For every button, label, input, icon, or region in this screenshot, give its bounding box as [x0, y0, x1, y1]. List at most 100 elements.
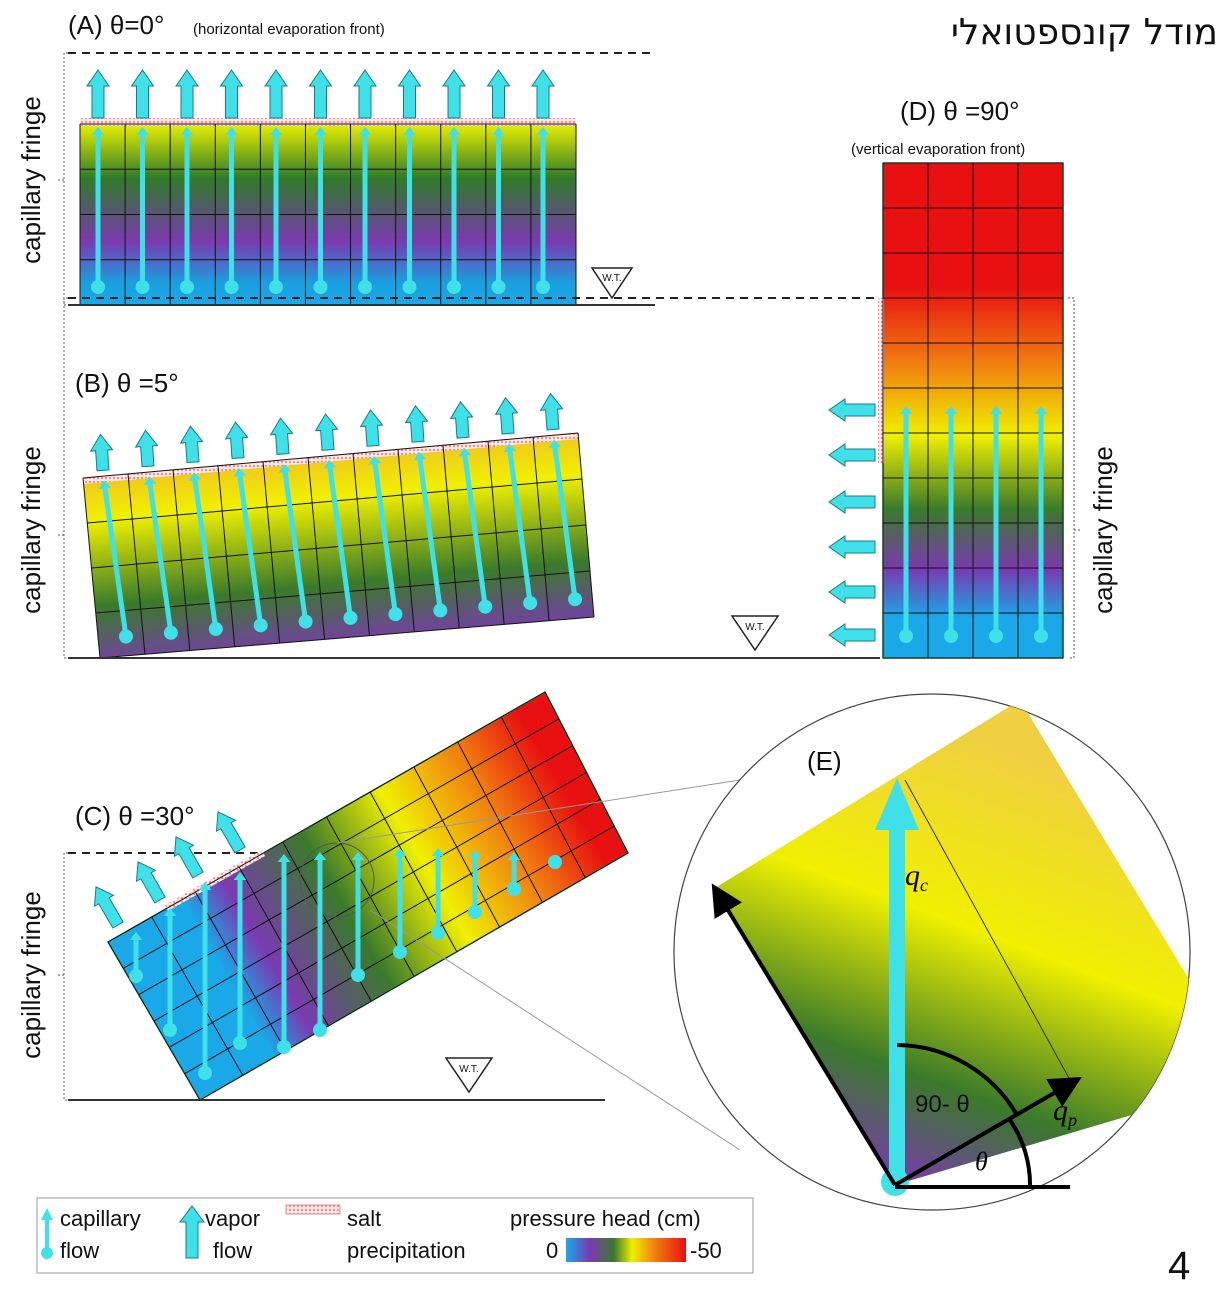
- capillary-flow-arrowhead: [393, 848, 407, 856]
- capillary-flow-origin: [358, 280, 372, 294]
- legend-vapor-symbol: [179, 1205, 205, 1259]
- capillary-flow-arrow: [417, 459, 443, 611]
- capillary-fringe-bracket: [58, 297, 68, 659]
- capillary-flow-origin: [431, 926, 445, 940]
- vapor-flow-arrow: [828, 623, 876, 647]
- vapor-flow-arrow: [449, 400, 474, 439]
- salt-layer: [80, 118, 576, 126]
- capillary-flow-origin: [1034, 629, 1048, 643]
- mesh-line: [95, 570, 591, 614]
- vapor-flow-arrow: [93, 886, 124, 929]
- vapor-flow-arrows: [828, 398, 876, 647]
- panel-a: (A) θ=0° (horizontal evaporation front) …: [16, 10, 655, 306]
- vapor-flow-arrow: [828, 490, 876, 514]
- capillary-flow-origin: [523, 595, 538, 610]
- capillary-flow-origin: [536, 280, 550, 294]
- vapor-flow-arrow: [179, 425, 204, 464]
- capillary-flow-arrowhead: [899, 406, 913, 414]
- capillary-flow-arrows: [98, 439, 583, 644]
- capillary-flow-arrowhead: [323, 459, 337, 469]
- capillary-flow-origin: [313, 1023, 327, 1037]
- zoom-line: [369, 909, 741, 1151]
- mesh-line: [199, 852, 629, 1101]
- capillary-flow-arrowhead: [351, 852, 365, 860]
- capillary-flow-arrowhead: [198, 882, 212, 890]
- capillary-fringe-bracket: [58, 852, 68, 1101]
- capillary-flow-arrow: [237, 475, 264, 626]
- legend-pressure-min: 0: [546, 1238, 558, 1263]
- capillary-flow-origin: [507, 882, 521, 896]
- capillary-flow-arrows: [899, 406, 1048, 643]
- capillary-flow-arrowhead: [458, 447, 472, 457]
- vapor-flow-arrow: [404, 404, 429, 443]
- water-table-marker: W.T.: [590, 267, 634, 300]
- capillary-flow-origin: [224, 280, 239, 294]
- vapor-flow-arrow: [130, 69, 155, 119]
- capillary-flow-arrowhead: [536, 127, 550, 135]
- vapor-flow-arrow: [135, 861, 166, 904]
- panel-e-title: (E): [807, 746, 842, 776]
- capillary-flow-arrowhead: [313, 852, 327, 860]
- capillary-flow-arrowhead: [277, 854, 291, 862]
- capillary-flow-arrowhead: [314, 127, 327, 135]
- capillary-flow-arrowhead: [1034, 406, 1048, 414]
- capillary-flow-origin: [277, 1040, 291, 1054]
- capillary-flow-arrowhead: [368, 455, 382, 465]
- svg-text:W.T.: W.T.: [459, 1064, 478, 1075]
- panel-e: (E) qc qp 90- θ θ: [673, 693, 1191, 1211]
- legend-salt-label: salt: [347, 1206, 381, 1231]
- vapor-flow-arrow: [828, 443, 876, 467]
- capillary-flow-origin: [478, 599, 493, 614]
- capillary-flow-origin: [468, 905, 482, 919]
- legend-vapor-label: flow: [213, 1238, 252, 1263]
- panel-d-subtitle: (vertical evaporation front): [851, 141, 1025, 158]
- capillary-flow-arrowhead: [468, 850, 482, 858]
- panel-c: (C) θ =30° capillary fringe W.T.: [16, 690, 741, 1151]
- panel-d-title: (D) θ =90°: [900, 96, 1020, 126]
- capillary-flow-arrowhead: [989, 406, 1003, 414]
- capillary-flow-origin: [163, 625, 178, 640]
- salt-layer: [878, 298, 884, 463]
- capillary-flow-origin: [944, 629, 958, 643]
- vapor-flow-arrow: [134, 429, 159, 468]
- capillary-flow-arrowhead: [233, 872, 247, 880]
- legend-colorbar: [566, 1238, 686, 1262]
- legend: capillary flow vapor flow salt precipita…: [36, 1197, 754, 1274]
- vapor-flow-arrow: [89, 433, 114, 472]
- capillary-flow-arrow: [102, 488, 129, 637]
- capillary-flow-origin: [269, 280, 283, 294]
- legend-vapor-label: vapor: [205, 1206, 260, 1231]
- water-table-marker: W.T.: [444, 1057, 494, 1094]
- capillary-flow-origin: [253, 618, 268, 633]
- vapor-flow-arrow: [828, 398, 876, 422]
- panel-b-title: (B) θ =5°: [75, 368, 179, 398]
- capillary-flow-arrow: [282, 471, 309, 622]
- cell-edge: [904, 779, 1071, 1081]
- panel-a-title: (A) θ=0°: [68, 10, 164, 40]
- panel-b: (B) θ =5° capillary fringe W.T.: [16, 297, 880, 659]
- capillary-flow-origin: [402, 280, 417, 294]
- capillary-flow-arrowhead: [875, 778, 919, 830]
- vapor-flow-arrow: [219, 69, 244, 119]
- capillary-flow-arrowhead: [180, 127, 194, 135]
- capillary-flow-origin: [91, 280, 105, 294]
- vapor-flow-arrow: [173, 836, 204, 879]
- vapor-flow-arrow: [308, 69, 333, 119]
- capillary-flow-origin: [313, 280, 328, 294]
- capillary-fringe-label: capillary fringe: [16, 446, 46, 614]
- capillary-flow-origin: [208, 622, 223, 637]
- vapor-flow-arrow: [828, 580, 876, 604]
- capillary-flow-arrowhead: [431, 848, 445, 856]
- parallel-flow-vector: [893, 1076, 1082, 1187]
- salt-layer: [83, 433, 578, 484]
- capillary-flow-origin: [351, 968, 365, 982]
- capillary-flow-arrowhead: [163, 908, 177, 916]
- page-title: מודל קונספטואלי: [950, 12, 1218, 53]
- capillary-flow-origin: [180, 280, 194, 294]
- legend-salt-symbol: [285, 1204, 341, 1215]
- capillary-fringe-label: capillary fringe: [16, 96, 46, 264]
- panel-c-title: (C) θ =30°: [75, 801, 195, 831]
- legend-pressure-max: -50: [690, 1238, 722, 1263]
- vapor-flow-arrow: [539, 392, 564, 431]
